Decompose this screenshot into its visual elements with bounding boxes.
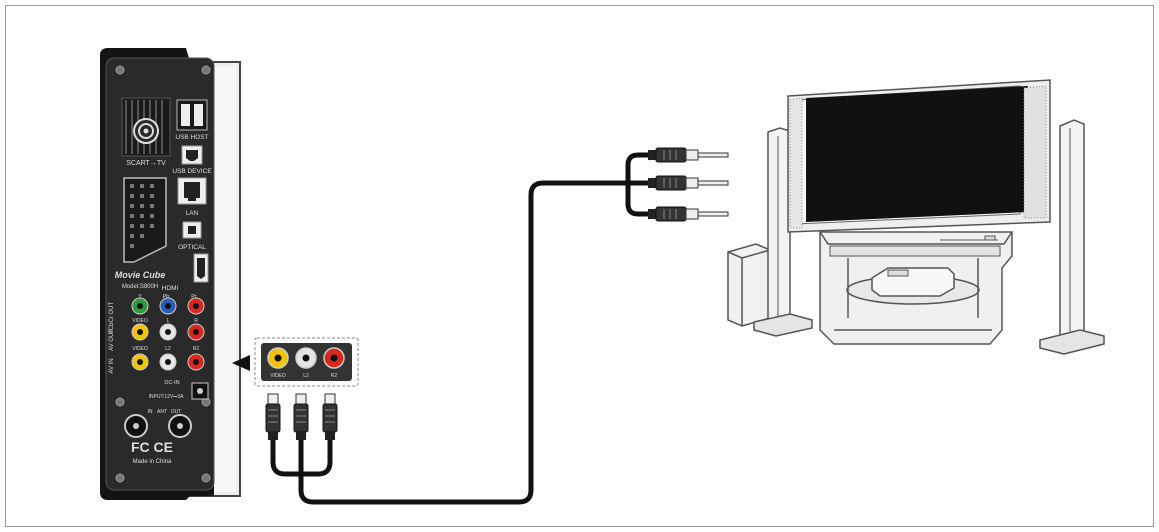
av-in-video-label: VIDEO <box>132 346 148 352</box>
hdmi-label: HDMI <box>162 285 179 292</box>
callout-l2-label: L2 <box>303 373 309 379</box>
dc-in-jack <box>191 382 209 400</box>
usb-device-port <box>181 145 203 165</box>
ant-in-label: IN <box>148 409 153 415</box>
callout-video-label: VIDEO <box>270 373 286 379</box>
left-speaker-icon <box>753 127 813 337</box>
model-label: Model:S800H <box>122 284 158 290</box>
usb-device-label: USB DEVICE <box>172 168 212 175</box>
pr-label: Pr <box>191 294 197 300</box>
media-player-rear-panel: SCART→TV USB HOST USB DEVICE LAN <box>100 48 241 500</box>
av-out-label: AV OUT <box>109 329 115 351</box>
usb-host-port <box>176 99 208 131</box>
y-label: Y <box>138 294 142 300</box>
rca-plug-icon <box>648 206 729 222</box>
ant-out-label: OUT <box>171 409 182 415</box>
av-in-callout: VIDEO L2 R2 <box>232 337 359 387</box>
tv-stand-icon <box>819 231 1013 345</box>
rca-plug-icon <box>293 393 309 440</box>
right-speaker-icon <box>1039 119 1105 355</box>
screw-icons <box>115 65 211 483</box>
tv-side-rca-plugs <box>648 147 729 222</box>
lan-port <box>177 177 207 205</box>
av-out-jacks <box>131 323 205 341</box>
television-icon <box>787 79 1051 241</box>
callout-r2-label: R2 <box>331 373 338 379</box>
av-in-r2-label: R2 <box>193 346 200 352</box>
device-side-rca-plugs <box>265 393 338 440</box>
rca-plug-icon <box>265 393 281 440</box>
ycbcr-out-label: YCbCr OUT <box>109 302 115 335</box>
rca-plug-icon <box>648 147 729 163</box>
pb-label: Pb <box>163 294 170 300</box>
rca-plug-icon <box>648 175 729 191</box>
made-in-label: Made in China <box>133 459 172 465</box>
antenna-ports <box>124 414 192 438</box>
brand-logo: Movie Cube <box>115 270 166 280</box>
input-rating-label: INPUT:12V⎓3A <box>149 394 185 400</box>
hdmi-port <box>193 253 209 283</box>
av-in-jacks <box>131 353 205 371</box>
rca-cable <box>270 152 653 505</box>
lan-label: LAN <box>186 210 199 217</box>
certification-marks: FC CE <box>131 439 173 455</box>
av-out-video-label: VIDEO <box>132 318 148 324</box>
optical-port <box>182 221 202 239</box>
optical-label: OPTICAL <box>178 244 206 251</box>
pointer-arrow-icon <box>232 355 250 371</box>
television-setup <box>727 79 1105 355</box>
ant-label: ANT <box>157 409 167 415</box>
rca-plug-icon <box>322 393 338 440</box>
subwoofer-icon <box>727 243 771 327</box>
scart-label: SCART→TV <box>126 160 166 167</box>
dc-in-label: DC-IN <box>164 380 179 386</box>
scart-connector <box>123 177 167 263</box>
component-out-jacks <box>131 297 205 315</box>
av-out-l-label: L <box>167 318 170 324</box>
frame <box>5 5 1154 527</box>
av-out-r-label: R <box>194 318 198 324</box>
av-in-label: AV IN <box>109 358 115 373</box>
usb-host-label: USB HOST <box>175 134 208 141</box>
av-in-l2-label: L2 <box>165 346 171 352</box>
scart-vent <box>121 97 171 157</box>
